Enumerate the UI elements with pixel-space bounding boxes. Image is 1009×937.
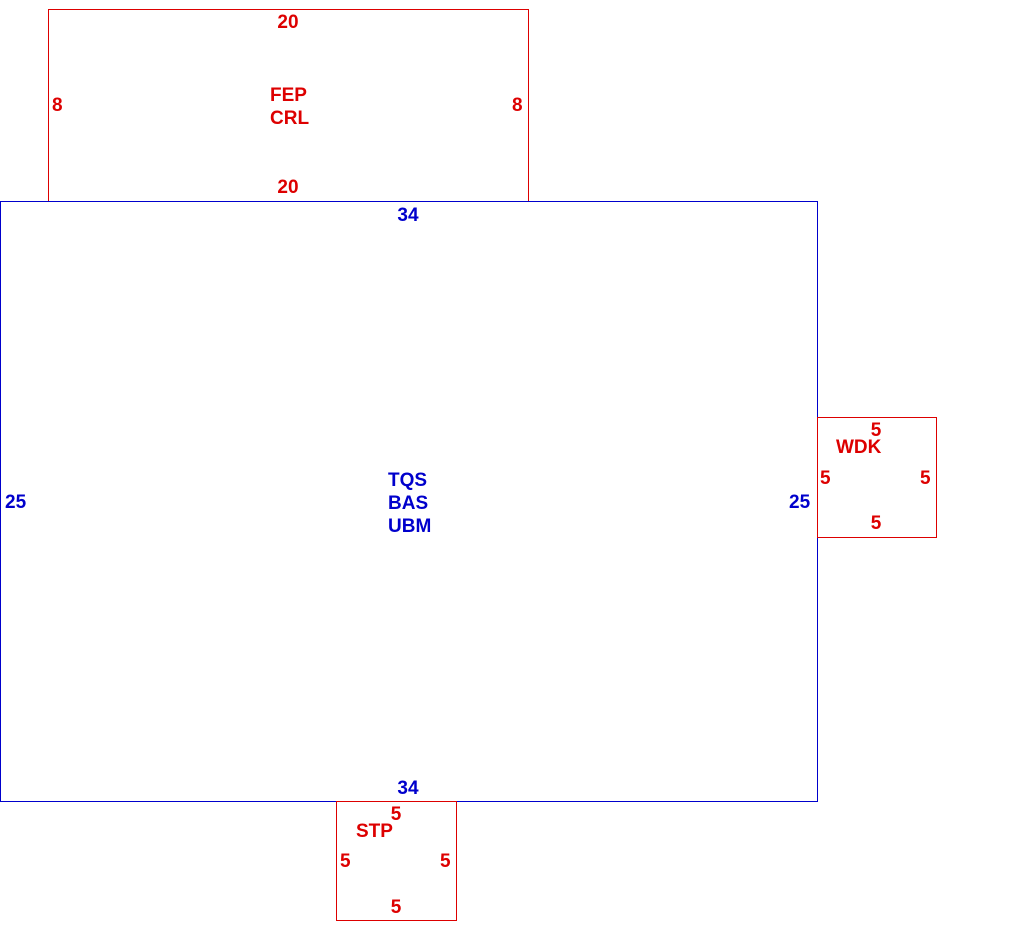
code-bas: BAS bbox=[388, 493, 429, 514]
main-codes: TQS BAS UBM bbox=[388, 469, 431, 538]
stp-bottom-dim: 5 bbox=[390, 897, 402, 918]
code-ubm: UBM bbox=[388, 516, 432, 537]
wdk-bottom-dim: 5 bbox=[870, 513, 882, 534]
fep-crl-left-dim: 8 bbox=[52, 95, 63, 116]
fep-crl-bottom-dim: 20 bbox=[277, 177, 299, 198]
wdk-top-dim: 5 bbox=[870, 420, 882, 441]
main-top-dim: 34 bbox=[397, 205, 419, 226]
area-stp[interactable] bbox=[336, 801, 457, 921]
fep-crl-codes: FEP CRL bbox=[270, 84, 309, 130]
fep-crl-top-dim: 20 bbox=[277, 12, 299, 33]
area-wdk[interactable] bbox=[817, 417, 937, 538]
code-crl: CRL bbox=[270, 108, 310, 129]
code-wdk: WDK bbox=[836, 437, 882, 458]
code-fep: FEP bbox=[270, 85, 307, 106]
code-stp: STP bbox=[356, 821, 393, 842]
stp-right-dim: 5 bbox=[440, 851, 451, 872]
main-left-dim: 25 bbox=[5, 492, 27, 513]
wdk-right-dim: 5 bbox=[920, 468, 931, 489]
main-right-dim: 25 bbox=[789, 492, 811, 513]
stp-left-dim: 5 bbox=[340, 851, 351, 872]
stp-top-dim: 5 bbox=[390, 804, 402, 825]
wdk-left-dim: 5 bbox=[820, 468, 831, 489]
fep-crl-right-dim: 8 bbox=[512, 95, 523, 116]
code-tqs: TQS bbox=[388, 470, 428, 491]
main-bottom-dim: 34 bbox=[397, 778, 419, 799]
